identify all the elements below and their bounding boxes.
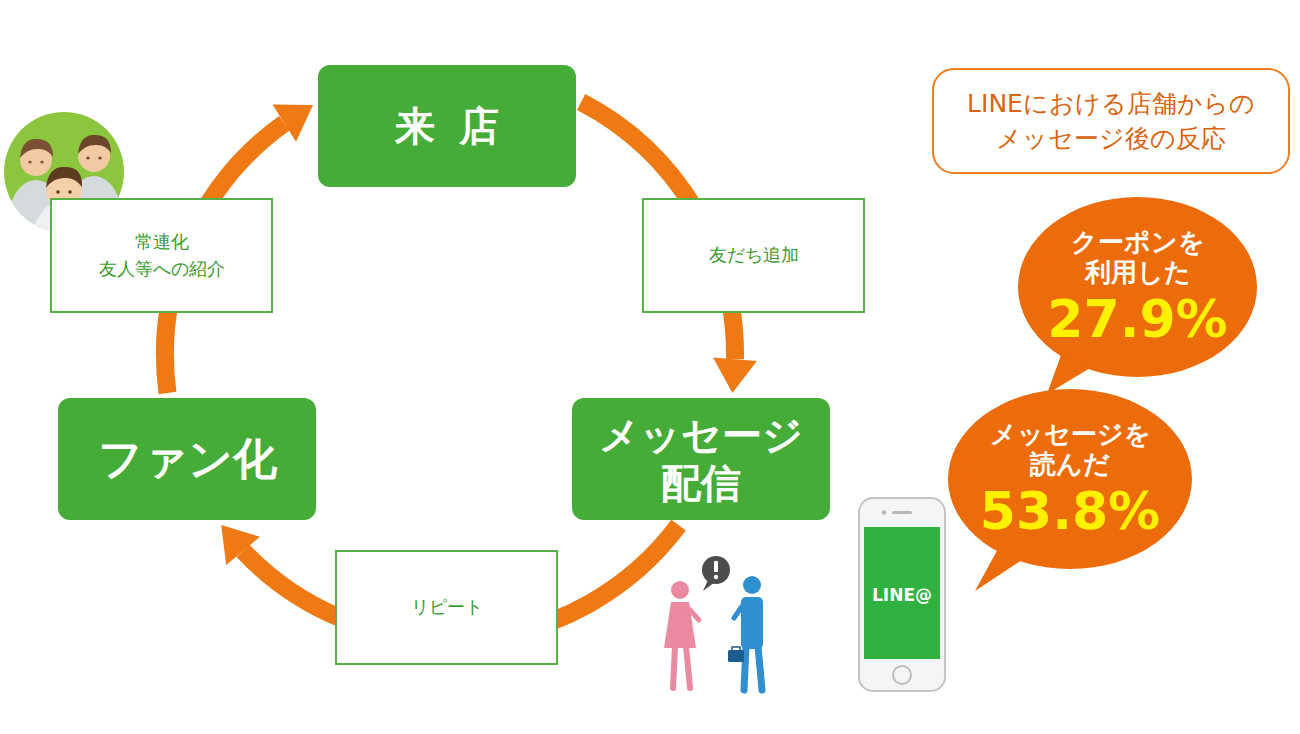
- bubble-body: [948, 389, 1192, 569]
- step-box: 来店: [318, 65, 576, 187]
- step-box: メッセージ 配信: [572, 398, 830, 520]
- heading-box: LINEにおける店舗からの メッセージ後の反応: [932, 68, 1290, 174]
- bubble-caption: クーポンを 利用した: [1038, 228, 1238, 288]
- man-figure: [728, 576, 763, 690]
- step-box: ファン化: [58, 398, 316, 520]
- heading-text: LINEにおける店舗からの メッセージ後の反応: [950, 86, 1272, 156]
- bubble-caption: メッセージを 読んだ: [970, 420, 1170, 480]
- phone-speaker: [892, 511, 912, 514]
- step-label: メッセージ 配信: [580, 411, 822, 507]
- speech-bubble: クーポンを 利用した27.9%: [1015, 194, 1260, 380]
- phone-camera: [882, 510, 886, 514]
- edge-label: 友だち追加: [642, 198, 865, 313]
- screen-logo: LINE@: [872, 585, 932, 605]
- step-label: 来店: [371, 102, 523, 150]
- exclamation-bubble: [702, 556, 730, 591]
- percentage-value: 27.9%: [1047, 292, 1227, 347]
- edge-label: リピート: [335, 550, 558, 665]
- woman-figure: [664, 581, 699, 688]
- bubble-body: [1018, 197, 1257, 377]
- arrow-head: [273, 105, 314, 142]
- speech-bubble: メッセージを 読んだ53.8%: [945, 386, 1195, 572]
- percentage-value: 53.8%: [980, 484, 1160, 539]
- arrow-head: [221, 525, 260, 565]
- bubble-shape: [945, 386, 1195, 572]
- smartphone: LINE@: [858, 497, 946, 692]
- step-label: ファン化: [98, 433, 277, 486]
- phone-body: [859, 498, 945, 691]
- phone-home-button: [893, 666, 911, 684]
- bubble-shape: [1015, 194, 1260, 380]
- arrow-head: [713, 358, 757, 394]
- edge-label: 常連化 友人等への紹介: [50, 198, 273, 313]
- phone-screen: [864, 527, 940, 659]
